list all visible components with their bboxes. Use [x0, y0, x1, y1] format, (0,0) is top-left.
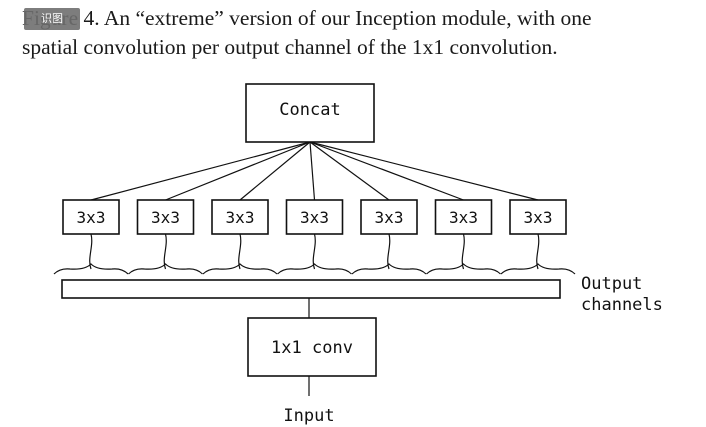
spatial-conv-box-4 — [285, 199, 344, 235]
output-channels-label-1: Output — [581, 274, 642, 294]
output-channels-bar — [61, 279, 561, 299]
channel-brace-6 — [426, 263, 501, 275]
conv-stem-4 — [312, 233, 316, 270]
spatial-conv-label-4: 3x3 — [300, 208, 329, 227]
channel-brace-7 — [500, 263, 576, 275]
spatial-conv-label-3: 3x3 — [226, 208, 255, 227]
spatial-conv-box-3 — [211, 199, 269, 235]
conv-stem-5 — [387, 233, 391, 270]
concat-edge-3 — [239, 141, 311, 201]
channel-brace-2 — [128, 263, 203, 275]
concat-edge-4 — [309, 141, 316, 201]
channel-brace-4 — [277, 263, 352, 275]
concat-edge-7 — [309, 141, 539, 201]
concat-edges — [90, 141, 539, 201]
pointwise-conv-label: 1x1 conv — [271, 338, 353, 358]
conv-stem-7 — [536, 233, 540, 270]
channel-brace-1 — [53, 263, 129, 275]
concat-label: Concat — [279, 100, 340, 120]
concat-edge-6 — [309, 141, 464, 201]
figure-caption: Figure 4. An “extreme” version of our In… — [22, 4, 702, 62]
caption-line-1: Figure 4. An “extreme” version of our In… — [22, 6, 592, 30]
spatial-conv-label-2: 3x3 — [151, 208, 180, 227]
conv-stem-1 — [89, 233, 93, 270]
spatial-conv-row: 3x3 3x3 3x3 3x3 3x3 3x3 3x3 — [62, 199, 567, 235]
conv-stem-3 — [238, 233, 242, 270]
image-search-badge[interactable]: 识图 — [24, 8, 80, 30]
caption-line-2: spatial convolution per output channel o… — [22, 35, 558, 59]
spatial-conv-label-6: 3x3 — [449, 208, 478, 227]
spatial-conv-box-1 — [62, 199, 120, 235]
output-channels-label-2: channels — [581, 295, 663, 315]
channel-brace-3 — [202, 263, 278, 275]
concat-edge-5 — [309, 141, 390, 201]
concat-edge-2 — [165, 141, 311, 201]
channel-brace-5 — [351, 263, 427, 275]
spatial-conv-box-6 — [434, 199, 493, 235]
pointwise-conv-box — [247, 317, 377, 377]
concat-edge-1 — [90, 141, 311, 201]
channel-braces — [53, 233, 576, 275]
input-label: Input — [283, 406, 334, 426]
conv-stem-2 — [163, 233, 167, 270]
spatial-conv-label-1: 3x3 — [77, 208, 106, 227]
conv-stem-6 — [461, 233, 465, 270]
spatial-conv-label-5: 3x3 — [375, 208, 404, 227]
concat-box — [245, 83, 375, 143]
spatial-conv-label-7: 3x3 — [524, 208, 553, 227]
spatial-conv-box-5 — [360, 199, 418, 235]
